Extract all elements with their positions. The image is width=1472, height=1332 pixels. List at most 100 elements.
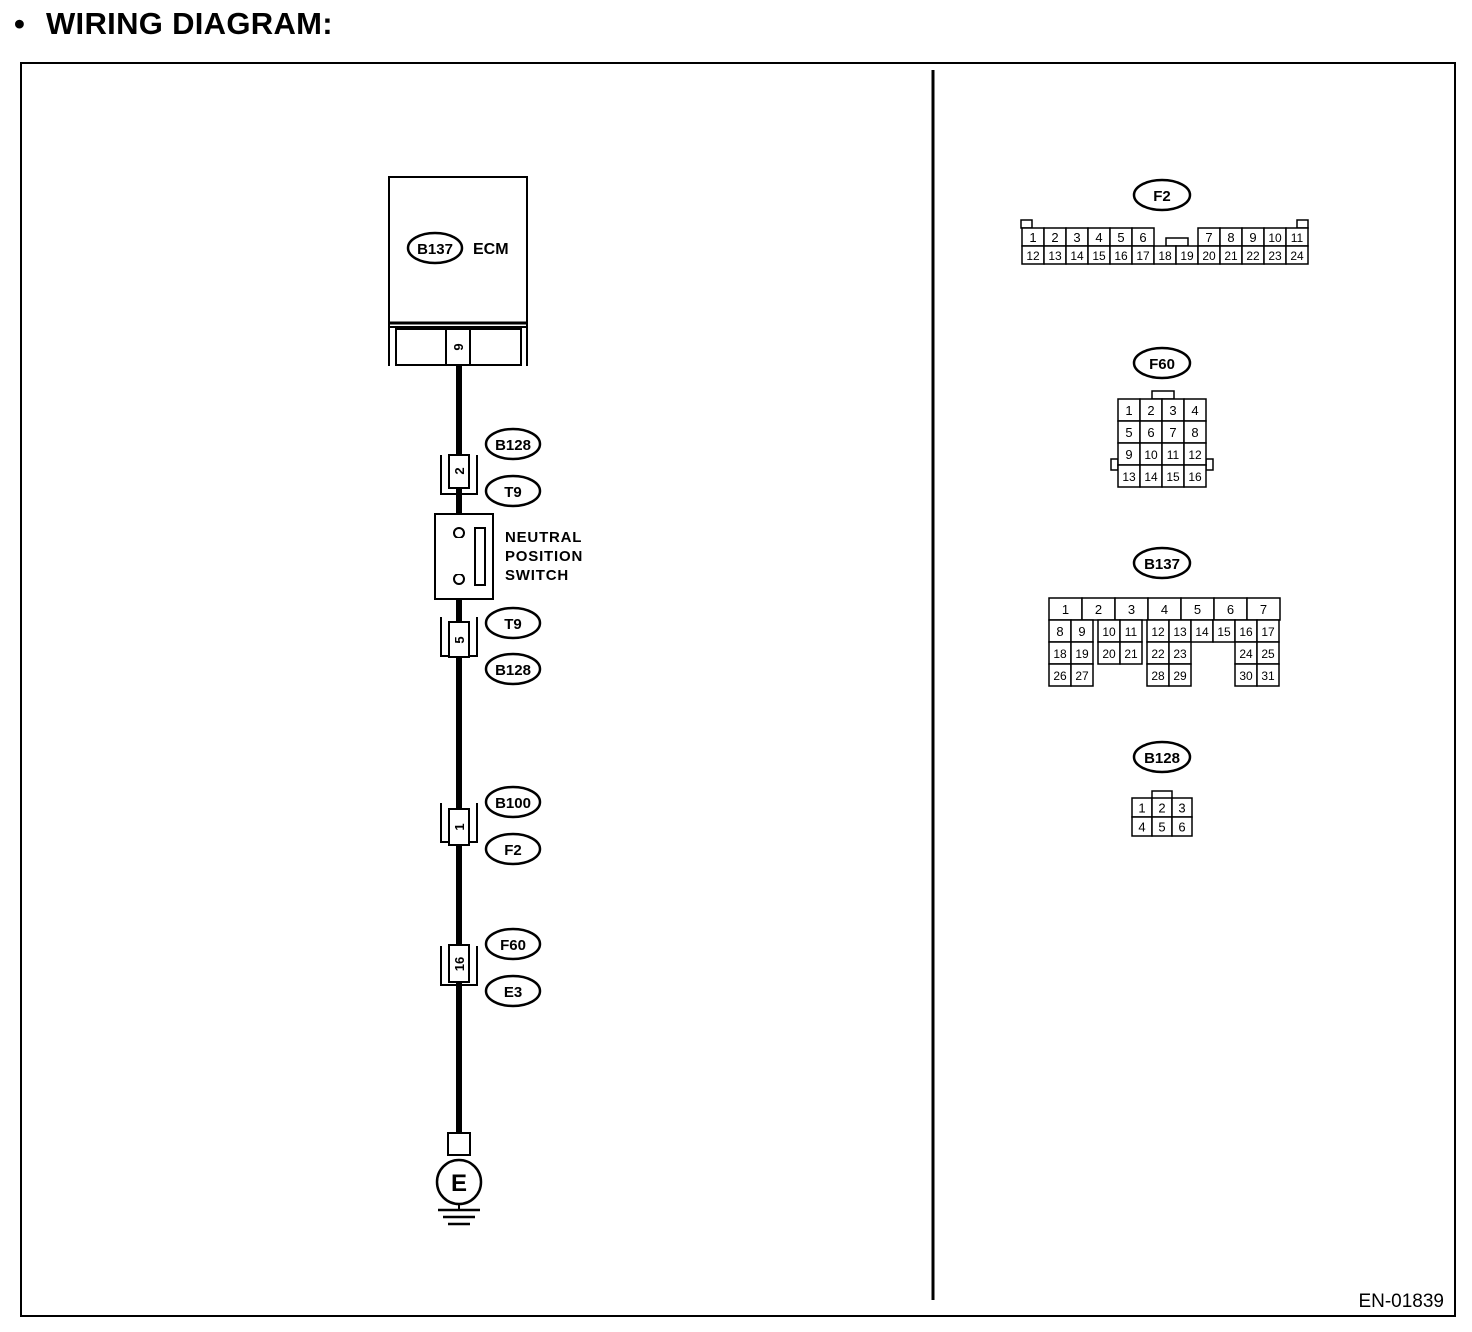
b137-pin: 12 bbox=[1151, 625, 1165, 639]
junction-1-lower: T9 bbox=[504, 484, 522, 501]
f2-pin: 20 bbox=[1202, 249, 1216, 263]
b137-pin: 19 bbox=[1075, 647, 1089, 661]
junction-3: 1 B100 F2 bbox=[440, 785, 542, 866]
f2-pin: 12 bbox=[1026, 249, 1040, 263]
junction-3-lower: F2 bbox=[504, 842, 522, 859]
f2-pin: 21 bbox=[1224, 249, 1238, 263]
switch-contact-bottom bbox=[453, 573, 465, 585]
b137-pin: 7 bbox=[1260, 602, 1267, 617]
section-heading: • WIRING DIAGRAM: bbox=[14, 6, 333, 42]
b137-pin: 4 bbox=[1161, 602, 1168, 617]
b137-pin: 17 bbox=[1261, 625, 1275, 639]
ecm-label: ECM bbox=[473, 241, 509, 258]
b137-pin: 23 bbox=[1173, 647, 1187, 661]
ecm-connector-badge bbox=[406, 231, 464, 265]
connector-b137-title: B137 bbox=[1144, 556, 1180, 573]
connector-f60-title: F60 bbox=[1149, 356, 1175, 373]
bullet: • bbox=[14, 6, 26, 41]
f60-pin: 4 bbox=[1191, 403, 1198, 418]
b137-cell bbox=[1256, 663, 1280, 687]
b137-pin: 3 bbox=[1128, 602, 1135, 617]
b137-pin: 16 bbox=[1239, 625, 1253, 639]
b137-pin: 13 bbox=[1173, 625, 1187, 639]
f60-pin: 15 bbox=[1166, 470, 1180, 484]
b128-pin: 1 bbox=[1138, 801, 1145, 816]
b137-pin: 25 bbox=[1261, 647, 1275, 661]
f60-pin: 7 bbox=[1169, 425, 1176, 440]
ground-label: E bbox=[451, 1170, 467, 1197]
f2-pin: 15 bbox=[1092, 249, 1106, 263]
b137-cell bbox=[1119, 641, 1143, 665]
junction-3-pin: 1 bbox=[452, 823, 467, 830]
connector-b128-title: B128 bbox=[1144, 750, 1180, 767]
b137-cell bbox=[1168, 663, 1192, 687]
f2-pin: 23 bbox=[1268, 249, 1282, 263]
switch-label-line-1: NEUTRAL bbox=[505, 529, 582, 546]
f2-pin: 1 bbox=[1029, 230, 1036, 245]
ecm-unit: 9 B137 ECM bbox=[388, 176, 528, 366]
junction-4-lower: E3 bbox=[504, 984, 522, 1001]
b128-pin: 3 bbox=[1178, 801, 1185, 816]
f2-pin: 17 bbox=[1136, 249, 1150, 263]
b137-pin: 30 bbox=[1239, 669, 1253, 683]
f2-pin: 4 bbox=[1095, 230, 1102, 245]
f2-pin: 13 bbox=[1048, 249, 1062, 263]
f60-pin: 16 bbox=[1188, 470, 1202, 484]
f2-pin: 3 bbox=[1073, 230, 1080, 245]
b128-pin: 5 bbox=[1158, 820, 1165, 835]
junction-1-pin: 2 bbox=[452, 467, 467, 474]
b137-pin: 22 bbox=[1151, 647, 1165, 661]
heading-text: WIRING DIAGRAM: bbox=[46, 6, 333, 41]
b137-pin: 5 bbox=[1194, 602, 1201, 617]
f2-pin: 16 bbox=[1114, 249, 1128, 263]
switch-contact-top bbox=[453, 527, 465, 539]
f2-pin: 8 bbox=[1227, 230, 1234, 245]
b137-pin: 14 bbox=[1195, 625, 1209, 639]
f2-pin: 10 bbox=[1268, 231, 1282, 245]
b137-pin: 15 bbox=[1217, 625, 1231, 639]
f60-pin: 3 bbox=[1169, 403, 1176, 418]
junction-2-lower: B128 bbox=[495, 662, 531, 679]
b137-pin: 9 bbox=[1078, 624, 1085, 639]
f2-cell bbox=[1285, 245, 1309, 265]
f60-pin: 1 bbox=[1125, 403, 1132, 418]
b128-pin: 2 bbox=[1158, 801, 1165, 816]
junction-1-upper: B128 bbox=[495, 437, 531, 454]
f2-pin: 2 bbox=[1051, 230, 1058, 245]
b137-pin: 1 bbox=[1062, 602, 1069, 617]
b137-pin: 8 bbox=[1056, 624, 1063, 639]
f2-pin: 5 bbox=[1117, 230, 1124, 245]
b137-pin: 11 bbox=[1125, 625, 1138, 639]
f60-pin: 8 bbox=[1191, 425, 1198, 440]
junction-2-pin: 5 bbox=[452, 636, 467, 643]
neutral-position-switch: NEUTRAL POSITION SWITCH bbox=[434, 513, 583, 600]
f2-pin: 24 bbox=[1290, 249, 1304, 263]
f60-pin: 11 bbox=[1167, 448, 1180, 462]
switch-label-line-3: SWITCH bbox=[505, 567, 569, 584]
junction-1: 2 B128 T9 bbox=[440, 427, 542, 508]
f60-pin: 14 bbox=[1144, 470, 1158, 484]
switch-label-line-2: POSITION bbox=[505, 548, 583, 565]
junction-2: 5 T9 B128 bbox=[440, 606, 542, 686]
f60-pin: 6 bbox=[1147, 425, 1154, 440]
b137-pin: 28 bbox=[1151, 669, 1165, 683]
f2-pin: 9 bbox=[1249, 230, 1256, 245]
f60-pin: 10 bbox=[1144, 448, 1158, 462]
b137-pin: 27 bbox=[1075, 669, 1089, 683]
f2-pin: 14 bbox=[1070, 249, 1084, 263]
ecm-connector-label: B137 bbox=[417, 241, 453, 258]
b128-pin: 4 bbox=[1138, 820, 1145, 835]
b137-pin: 24 bbox=[1239, 647, 1253, 661]
b137-pin: 29 bbox=[1173, 669, 1187, 683]
junction-4-pin: 16 bbox=[452, 957, 467, 971]
b137-pin: 2 bbox=[1095, 602, 1102, 617]
b137-pin: 6 bbox=[1227, 602, 1234, 617]
b137-cell bbox=[1070, 663, 1094, 687]
f60-cell bbox=[1183, 464, 1207, 488]
b128-pin: 6 bbox=[1178, 820, 1185, 835]
